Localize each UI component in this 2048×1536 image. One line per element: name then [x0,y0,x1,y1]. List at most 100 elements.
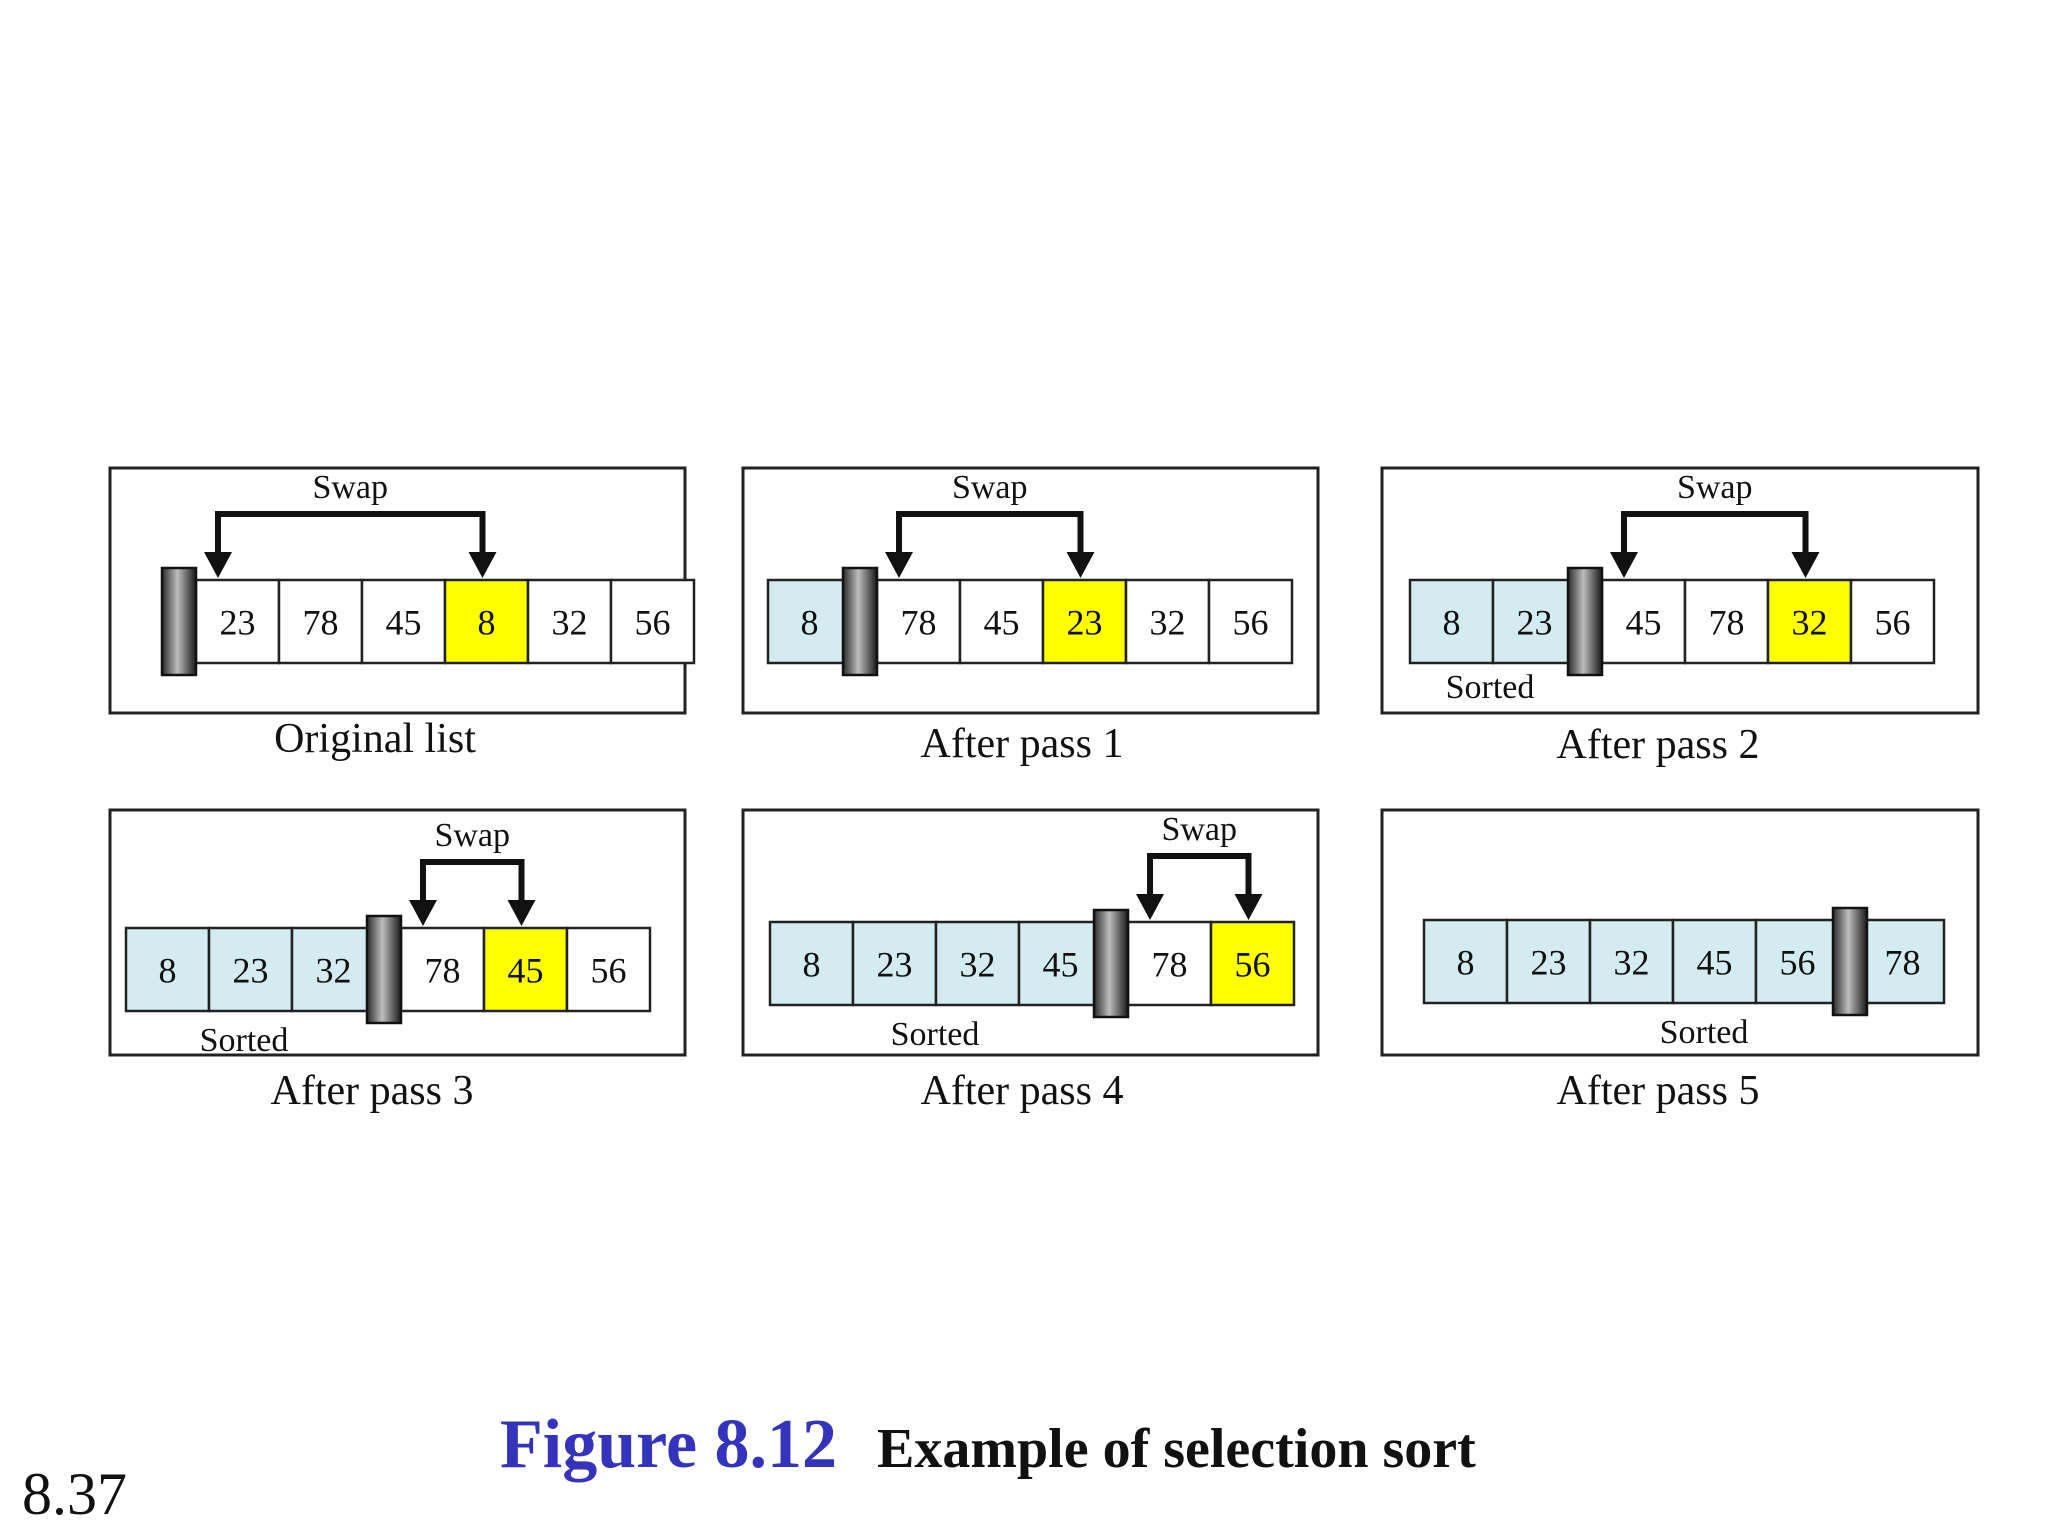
cell-value: 23 [1067,603,1103,643]
list-cell [609,578,696,665]
panel-caption: After pass 4 [921,1068,1124,1114]
swap-arrow [896,511,1084,556]
list-cell [1491,578,1578,665]
cell-value: 8 [478,603,496,643]
arrow-head [885,552,913,578]
list-cell [443,578,530,665]
list-cell [526,578,613,665]
list-cell [1041,578,1128,665]
cell-value: 32 [1614,943,1650,983]
list-cell [958,578,1045,665]
list-cell [1600,578,1687,665]
arrow-head [1066,552,1095,578]
swap-arrow [215,511,486,556]
figure-caption: Figure 8.12 Example of selection sort [500,1405,1476,1485]
list-cell [1422,918,1509,1005]
arrow-head [468,552,497,578]
list-cell [768,920,855,1007]
arrow-head [1234,894,1263,920]
list-cell [1505,918,1592,1005]
cell-value: 78 [1152,945,1188,985]
wall-divider [841,566,879,677]
cell-value: 78 [1709,603,1745,643]
swap-label: Swap [312,469,388,506]
cell-value: 45 [984,603,1020,643]
cell-value: 23 [233,951,269,991]
figure-label: Figure 8.12 [500,1406,838,1483]
wall-divider [160,566,198,677]
cell-value: 78 [425,951,461,991]
arrow-head [1610,552,1638,578]
list-cell [1209,920,1296,1007]
arrow-head [507,900,536,926]
sorted-label: Sorted [1446,669,1535,706]
swap-label: Swap [1677,469,1753,506]
page-number: 8.37 [22,1461,127,1527]
panel-caption: After pass 3 [271,1068,474,1114]
cell-value: 56 [1780,943,1816,983]
list-cell [1124,578,1211,665]
swap-arrow [1147,853,1252,898]
arrow-head [1791,552,1820,578]
arrow-head [1136,894,1164,920]
cell-value: 56 [591,951,627,991]
cell-value: 32 [1150,603,1186,643]
cell-value: 32 [316,951,352,991]
cell-value: 32 [552,603,588,643]
cell-value: 45 [1043,945,1079,985]
cell-value: 8 [1443,603,1461,643]
figure-title: Example of selection sort [877,1418,1476,1480]
cell-value: 45 [386,603,422,643]
cell-value: 8 [1457,943,1475,983]
list-cell [207,926,294,1013]
cell-value: 78 [303,603,339,643]
list-cell [290,926,377,1013]
cell-value: 56 [1233,603,1269,643]
panel-caption: After pass 1 [921,721,1124,767]
swap-label: Swap [434,817,510,854]
wall-divider [1092,908,1130,1019]
arrow-head [409,900,437,926]
cell-value: 56 [1875,603,1911,643]
cell-value: 45 [1697,943,1733,983]
list-cell [565,926,652,1013]
arrow-head [204,552,232,578]
list-cell [124,926,211,1013]
cell-value: 8 [803,945,821,985]
list-cell [766,578,853,665]
panel-caption: Original list [274,716,476,762]
cell-value: 8 [801,603,819,643]
list-cell [277,578,364,665]
cell-value: 23 [1531,943,1567,983]
sorted-label: Sorted [1660,1014,1749,1051]
list-cell [482,926,569,1013]
cell-value: 56 [1235,945,1271,985]
list-cell [1017,920,1104,1007]
sorted-label: Sorted [891,1016,980,1053]
swap-label: Swap [1161,811,1237,848]
panel-caption: After pass 2 [1557,722,1760,768]
cell-value: 23 [877,945,913,985]
cell-value: 78 [1885,943,1921,983]
cell-value: 45 [508,951,544,991]
list-cell [1207,578,1294,665]
wall-divider [1566,566,1604,677]
list-cell [1754,918,1841,1005]
cell-value: 23 [1517,603,1553,643]
cell-value: 8 [159,951,177,991]
swap-arrow [420,859,525,904]
swap-arrow [1621,511,1809,556]
panel-caption: After pass 5 [1557,1068,1760,1114]
list-cell [194,578,281,665]
sorted-label: Sorted [200,1022,289,1059]
wall-divider [1831,906,1869,1017]
swap-label: Swap [952,469,1028,506]
cell-value: 78 [901,603,937,643]
